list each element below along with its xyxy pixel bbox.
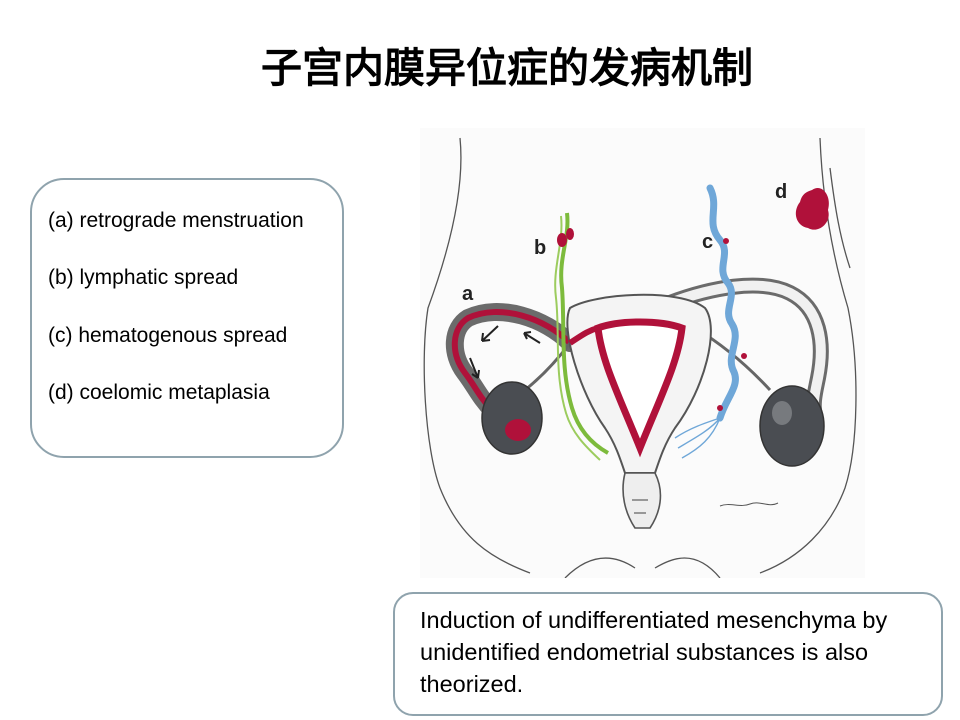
lymphatic-channel-2 xyxy=(554,215,601,461)
note-box xyxy=(393,592,943,716)
peritoneal-lesion xyxy=(795,188,829,230)
vessel-embolus-3 xyxy=(717,405,723,411)
page-title: 子宫内膜异位症的发病机制 xyxy=(261,44,753,92)
label-c: c xyxy=(702,231,713,253)
lymphatic-implant-2 xyxy=(566,228,574,240)
label-d: d xyxy=(775,181,787,203)
mechanism-item-b: (b) lymphatic spread xyxy=(48,266,239,289)
label-b: b xyxy=(534,237,546,259)
right-ovary-highlight xyxy=(772,401,792,425)
lymphatic-implant-1 xyxy=(557,233,567,247)
mechanism-item-a: (a) retrograde menstruation xyxy=(48,209,304,232)
vessel-embolus-2 xyxy=(741,353,747,359)
ovarian-endometrioma xyxy=(505,419,531,441)
label-a: a xyxy=(462,283,474,305)
mechanism-item-c: (c) hematogenous spread xyxy=(48,324,288,347)
vessel-embolus-1 xyxy=(723,238,729,244)
note-text: Induction of undifferentiated mesenchyma… xyxy=(420,607,888,697)
right-ovary xyxy=(759,385,825,467)
vessel-branches xyxy=(674,417,721,459)
left-ovary xyxy=(481,381,543,455)
cervix-detail xyxy=(632,499,648,514)
right-tube-lumen xyxy=(665,280,826,423)
left-ovarian-ligament xyxy=(524,342,572,392)
artist-signature xyxy=(719,502,779,507)
endometriosis-pathogenesis-illustration: a b c d xyxy=(420,128,865,578)
retrograde-flow-arrows xyxy=(469,325,541,379)
endometrial-cavity xyxy=(594,318,686,458)
retrograde-menstrual-flow xyxy=(451,309,573,413)
mechanism-list-box xyxy=(30,178,344,458)
blood-vessel xyxy=(706,184,739,422)
mechanism-item-d: (d) coelomic metaplasia xyxy=(48,381,270,404)
lymphatic-channel xyxy=(559,212,609,455)
tubal-ostium-left xyxy=(568,325,599,346)
